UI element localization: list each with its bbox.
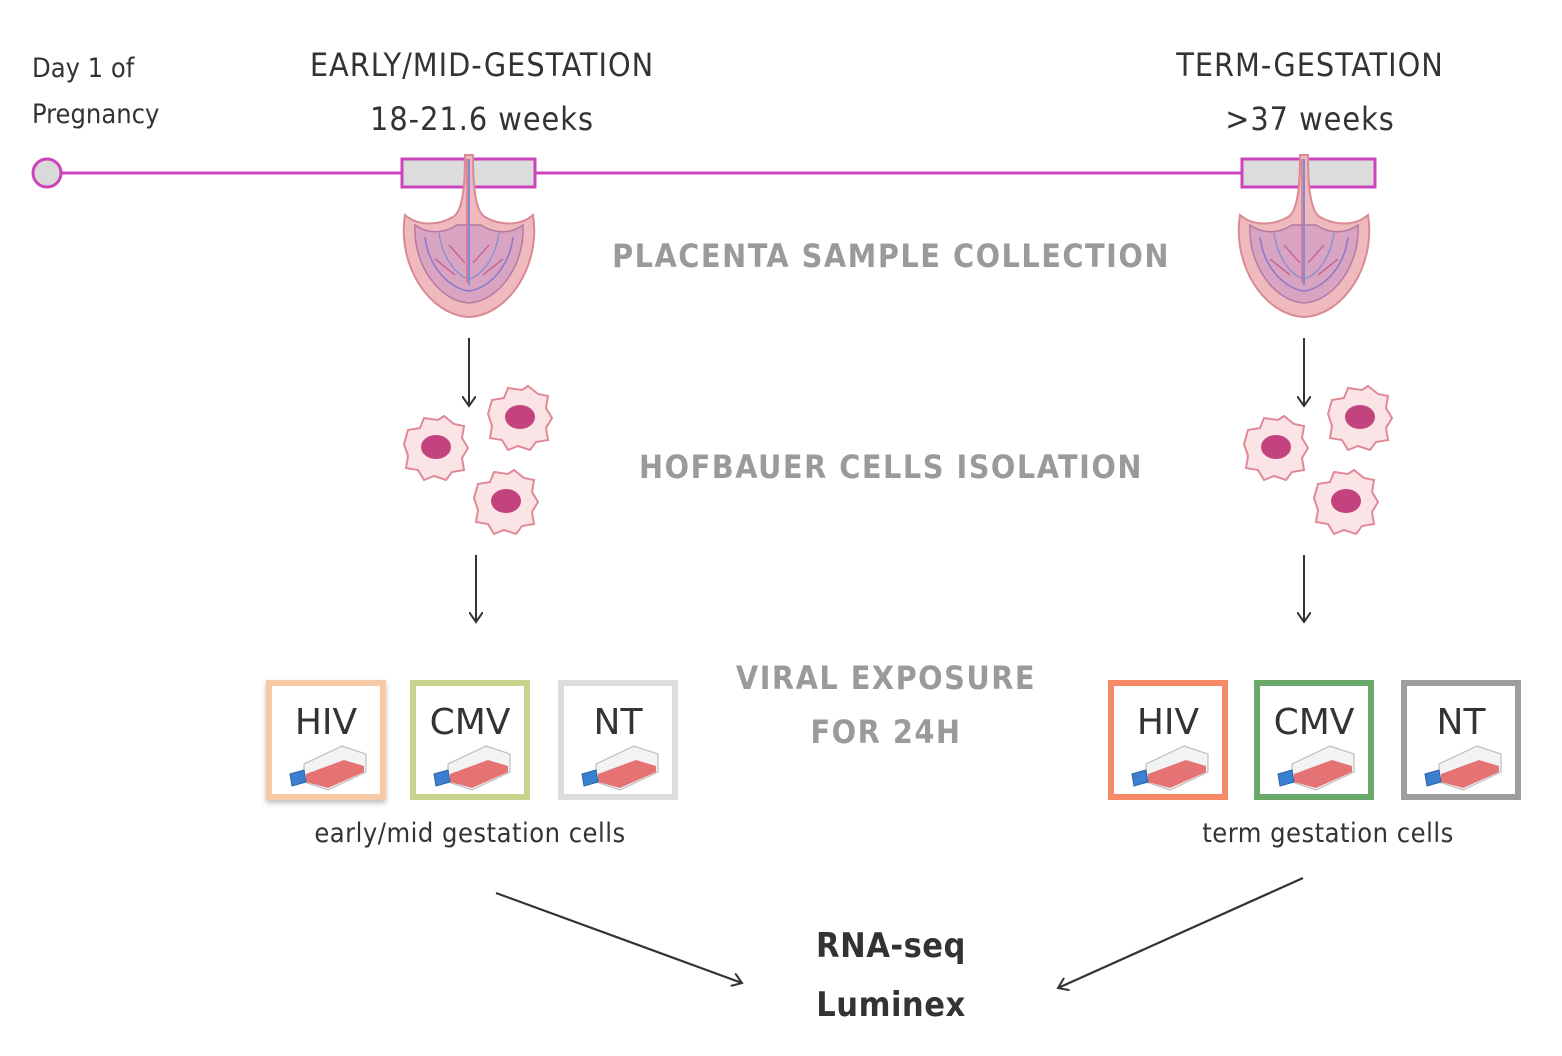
box-label: CMV <box>429 702 511 743</box>
culture-flask-icon <box>581 745 659 791</box>
arrow-to-outputs <box>495 891 742 983</box>
term-hiv-box: HIV <box>1108 680 1228 800</box>
box-label: HIV <box>294 702 358 743</box>
start-label-line1: Day 1 of <box>32 53 135 84</box>
box-label: NT <box>593 702 643 743</box>
step-viral-exposure: VIRAL EXPOSURE <box>735 659 1037 697</box>
early-cmv-box: CMV <box>410 680 530 800</box>
timeline-start-dot <box>31 157 63 189</box>
hofbauer-cell-icon <box>404 386 552 534</box>
early-phase-title: EARLY/MID-GESTATION <box>309 46 655 84</box>
early-weeks-label: 18-21.6 weeks <box>370 100 594 138</box>
start-label-line2: Pregnancy <box>32 99 160 130</box>
culture-flask-icon <box>1277 745 1355 791</box>
term-nt-box: NT <box>1401 680 1521 800</box>
term-phase-title: TERM-GESTATION <box>1176 46 1444 84</box>
culture-flask-icon <box>1131 745 1209 791</box>
early-nt-box: NT <box>558 680 678 800</box>
output-luminex: Luminex <box>816 985 966 1025</box>
arrow-to-outputs <box>1058 876 1304 988</box>
culture-flask-icon <box>289 745 367 791</box>
box-label: CMV <box>1273 702 1355 743</box>
hofbauer-cell-icon <box>1244 386 1392 534</box>
early-hiv-box: HIV <box>266 680 386 800</box>
term-cmv-box: CMV <box>1254 680 1374 800</box>
early-cells-caption: early/mid gestation cells <box>314 818 626 849</box>
box-label: HIV <box>1136 702 1200 743</box>
step-exposure-duration: FOR 24H <box>810 713 962 751</box>
term-cells-caption: term gestation cells <box>1202 818 1454 849</box>
term-weeks-label: >37 weeks <box>1225 100 1395 138</box>
step-hofbauer-isolation: HOFBAUER CELLS ISOLATION <box>639 448 1143 486</box>
box-label: NT <box>1436 702 1486 743</box>
step-placenta-collection: PLACENTA SAMPLE COLLECTION <box>612 237 1170 275</box>
output-rnaseq: RNA-seq <box>816 926 966 966</box>
culture-flask-icon <box>1424 745 1502 791</box>
culture-flask-icon <box>433 745 511 791</box>
